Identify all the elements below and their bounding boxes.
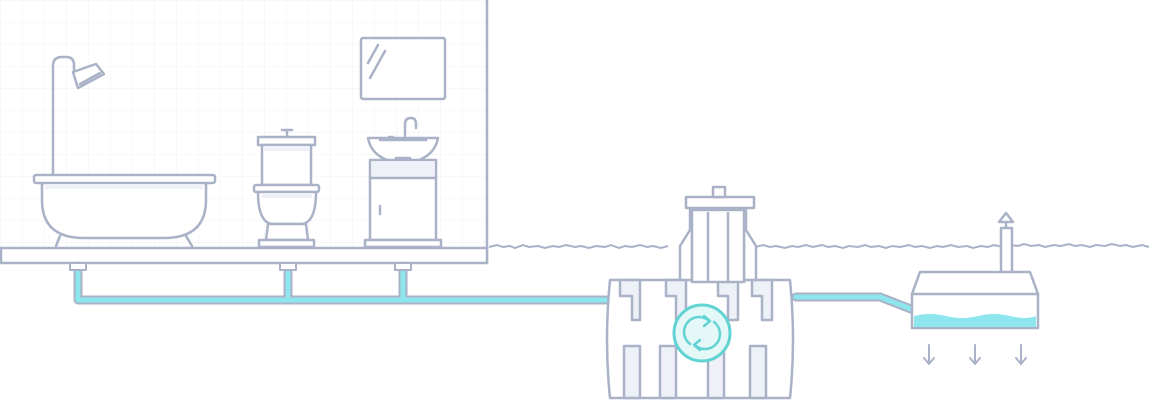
infiltration-arrows [923,344,1027,365]
sink-icon [363,116,443,249]
infiltration-tank-icon [910,211,1040,330]
recycle-icon [672,303,732,363]
arrow-down-icon [1015,344,1027,365]
ground-line [488,242,1150,250]
septic-tank-icon [605,185,795,400]
drain-pipes [69,261,921,316]
arrow-down-icon [969,344,981,365]
toilet-icon [252,128,321,249]
mirror-icon [359,36,447,101]
arrow-down-icon [923,344,935,365]
bathtub-icon [32,55,217,248]
shower-head [71,62,106,90]
bathroom-floor [0,246,489,265]
